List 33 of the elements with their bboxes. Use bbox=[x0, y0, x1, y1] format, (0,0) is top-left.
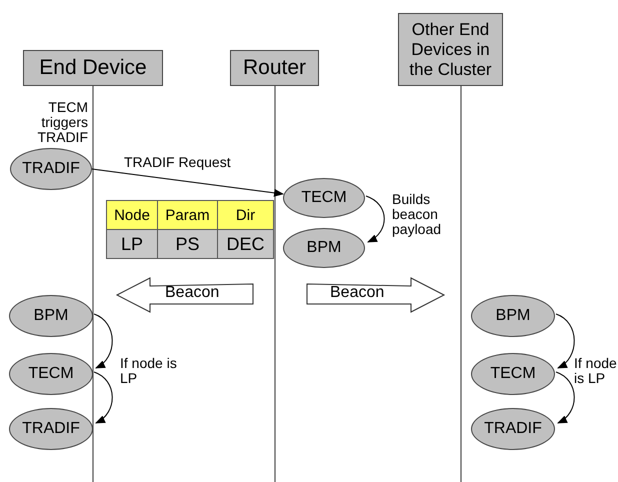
table-cell: DEC bbox=[217, 229, 274, 259]
process-ellipse: TRADIF bbox=[471, 408, 555, 450]
arrow bbox=[94, 372, 113, 424]
lifeline-header: End Device bbox=[23, 50, 163, 86]
table-header-cell: Param bbox=[157, 200, 218, 230]
process-ellipse: TECM bbox=[471, 353, 555, 395]
block-arrow bbox=[306, 277, 446, 313]
table-header-cell: Node bbox=[106, 200, 158, 230]
table-cell: PS bbox=[157, 229, 218, 259]
edge-label: TRADIF Request bbox=[124, 155, 232, 170]
process-ellipse: TECM bbox=[9, 353, 93, 395]
block-arrow bbox=[116, 277, 254, 313]
edge-label: Beacon bbox=[165, 285, 220, 300]
lifeline-header: Other End Devices in the Cluster bbox=[398, 13, 503, 86]
arrow bbox=[92, 168, 284, 197]
process-ellipse: BPM bbox=[9, 295, 93, 337]
arrow bbox=[94, 314, 113, 369]
process-ellipse: TRADIF bbox=[9, 408, 93, 450]
arrow bbox=[366, 196, 385, 242]
table-cell: LP bbox=[106, 229, 158, 259]
process-ellipse: BPM bbox=[283, 228, 365, 268]
arrow bbox=[556, 314, 575, 369]
table-header-cell: Dir bbox=[217, 200, 274, 230]
note-text: TECM triggers TRADIF bbox=[36, 100, 88, 145]
process-ellipse: TRADIF bbox=[10, 148, 92, 190]
lifeline-header: Router bbox=[230, 50, 319, 86]
edge-label: Beacon bbox=[330, 285, 386, 300]
edge-label: If node is LP bbox=[574, 356, 618, 386]
edge-label: Builds beacon payload bbox=[392, 192, 442, 237]
arrow bbox=[556, 372, 575, 424]
process-ellipse: BPM bbox=[471, 295, 555, 337]
process-ellipse: TECM bbox=[283, 178, 365, 218]
edge-label: If node is LP bbox=[120, 356, 178, 386]
